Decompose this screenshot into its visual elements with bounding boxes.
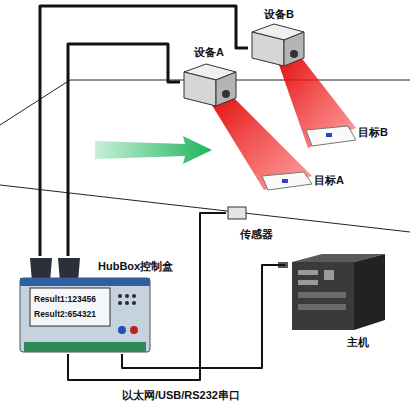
- scanner-body: [184, 72, 216, 106]
- device-node: 设备B: [248, 8, 306, 70]
- status-led: [132, 301, 136, 305]
- status-led: [132, 294, 136, 298]
- target-paper: [306, 126, 356, 146]
- terminal-block: [24, 342, 146, 352]
- target-node: 目标A: [260, 168, 356, 196]
- cable-line: [40, 6, 248, 256]
- node-label: 设备B: [264, 8, 294, 21]
- status-led: [118, 301, 122, 305]
- device-node: 设备A: [180, 46, 238, 108]
- node-title: HubBox控制盒: [98, 260, 173, 273]
- status-led: [125, 294, 129, 298]
- node-label: 主机: [347, 336, 369, 349]
- plane-edge: [0, 80, 70, 125]
- target-code: [282, 179, 288, 183]
- status-led: [125, 301, 129, 305]
- node-label: 目标A: [314, 174, 344, 187]
- screen-text: Result2:654321: [34, 309, 96, 319]
- controller-box: HubBox控制盒 Result1:123456Result2:654321: [18, 256, 180, 354]
- cable-label: 以太网/USB/RS232串口: [120, 389, 242, 402]
- cable-line: [122, 265, 285, 368]
- host-pc: [354, 254, 385, 330]
- pc-port: [298, 304, 346, 310]
- target-node: 目标B: [302, 124, 402, 152]
- node-label: 传感器: [240, 228, 273, 241]
- scanner-body: [284, 32, 304, 66]
- plane-edge: [0, 185, 410, 232]
- hub-screen: [30, 288, 110, 326]
- pc-port: [298, 280, 318, 285]
- scanner-lens: [222, 90, 230, 98]
- host-pc: [292, 262, 354, 330]
- node-label: 目标B: [358, 126, 388, 139]
- hub-strip: [20, 278, 150, 286]
- sensor-symbol: [228, 207, 246, 219]
- scanner-body: [216, 72, 236, 106]
- plane-edge: [70, 80, 410, 81]
- hub-button: [130, 326, 138, 334]
- host-node: 主机: [285, 252, 390, 352]
- screen-text: Result1:123456: [34, 294, 96, 304]
- sensor-node: 传感器: [226, 206, 286, 244]
- hub-body: [20, 278, 150, 352]
- laser-beam: [278, 56, 356, 148]
- pc-port: [298, 292, 346, 298]
- node-label: 设备A: [194, 46, 224, 59]
- scanner-lens: [290, 50, 298, 58]
- status-led: [118, 294, 122, 298]
- hub-button: [118, 326, 126, 334]
- pc-port: [324, 270, 334, 280]
- cable-line: [68, 44, 180, 256]
- scanner-body: [252, 32, 284, 66]
- motion-arrow: [95, 136, 212, 164]
- pc-port: [298, 270, 318, 275]
- target-code: [326, 133, 332, 137]
- target-paper: [262, 172, 312, 190]
